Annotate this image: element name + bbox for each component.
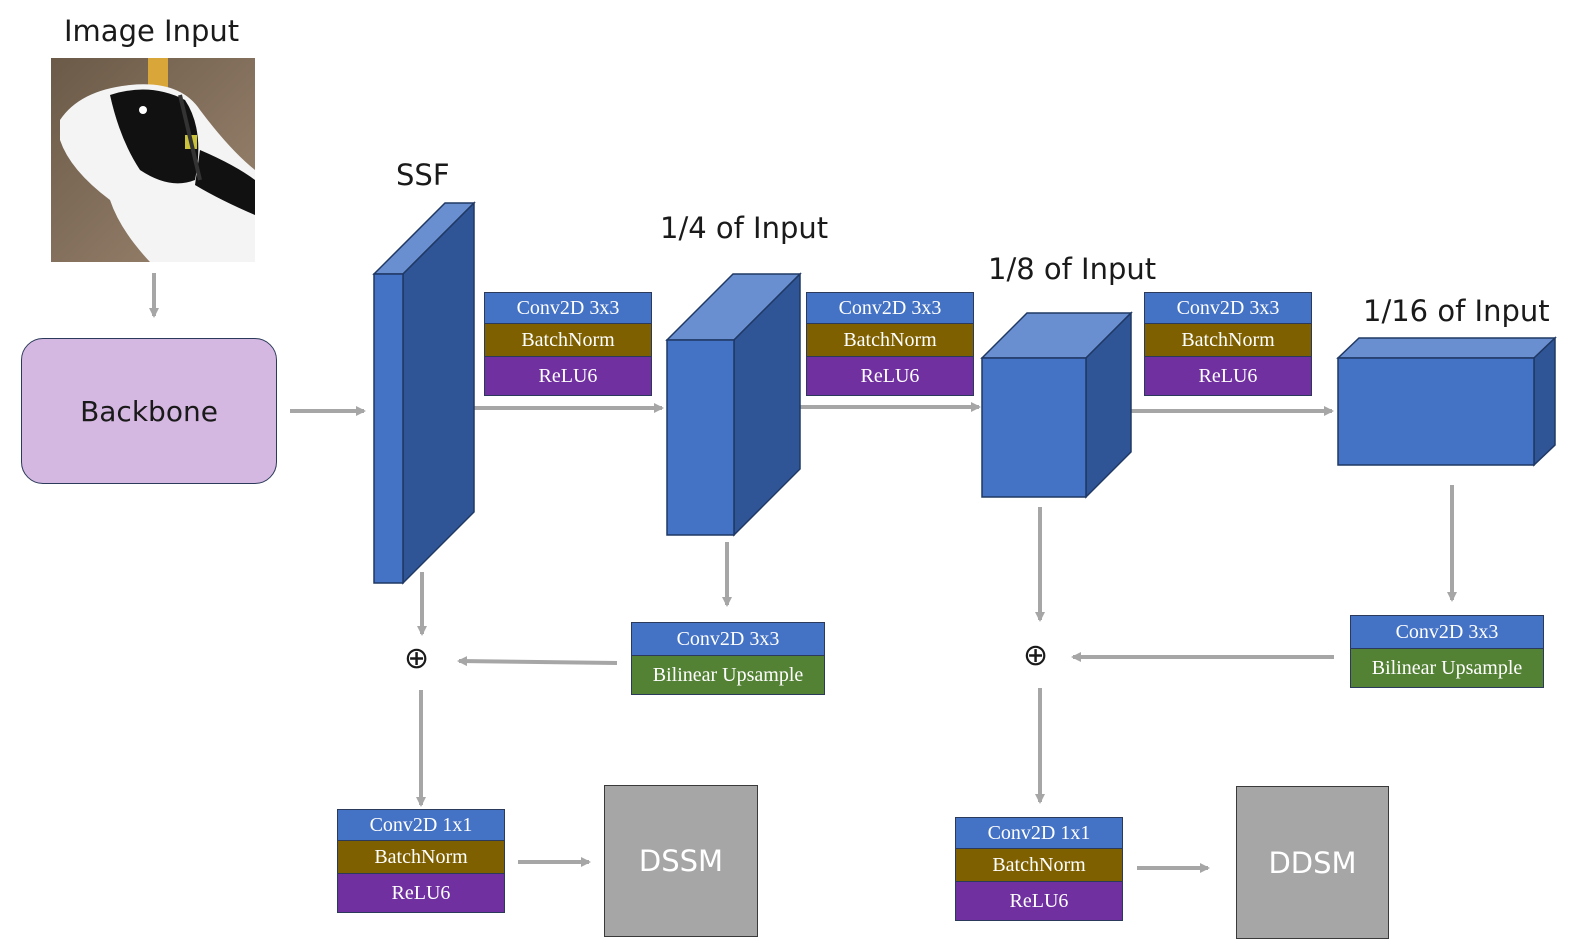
backbone-block: Backbone — [21, 338, 277, 484]
image-input-label: Image Input — [64, 14, 240, 48]
eighth-feature-block — [980, 311, 1133, 499]
batchnorm-layer: BatchNorm — [1144, 323, 1312, 357]
relu-layer: ReLU6 — [955, 881, 1123, 921]
upsample-block-1: Conv2D 3x3 Bilinear Upsample — [631, 622, 825, 695]
ssf-label: SSF — [396, 158, 450, 192]
conv-layer: Conv2D 3x3 — [1144, 292, 1312, 324]
dssm-output: DSSM — [604, 785, 758, 937]
conv-layer: Conv2D 3x3 — [484, 292, 652, 324]
conv-layer: Conv2D 1x1 — [337, 809, 505, 841]
dssm-label: DSSM — [638, 844, 724, 878]
head-block-1: Conv2D 1x1 BatchNorm ReLU6 — [337, 809, 505, 913]
conv-layer: Conv2D 3x3 — [806, 292, 974, 324]
upsample-layer: Bilinear Upsample — [1350, 648, 1544, 688]
relu-layer: ReLU6 — [806, 356, 974, 396]
sixteenth-label: 1/16 of Input — [1363, 294, 1550, 328]
ssf-feature-block — [372, 201, 476, 585]
batchnorm-layer: BatchNorm — [484, 323, 652, 357]
relu-layer: ReLU6 — [337, 873, 505, 913]
upsample-block-2: Conv2D 3x3 Bilinear Upsample — [1350, 615, 1544, 688]
relu-layer: ReLU6 — [484, 356, 652, 396]
conv-layer: Conv2D 1x1 — [955, 817, 1123, 849]
cbr-block-3: Conv2D 3x3 BatchNorm ReLU6 — [1144, 292, 1312, 396]
eighth-label: 1/8 of Input — [988, 252, 1157, 286]
backbone-label: Backbone — [80, 394, 218, 428]
batchnorm-layer: BatchNorm — [337, 840, 505, 874]
quarter-feature-block — [665, 272, 802, 537]
conv-layer: Conv2D 3x3 — [1350, 615, 1544, 649]
arrow-up1-to-sum1 — [457, 656, 618, 667]
ddsm-output: DDSM — [1236, 786, 1389, 939]
batchnorm-layer: BatchNorm — [806, 323, 974, 357]
conv-layer: Conv2D 3x3 — [631, 622, 825, 656]
sum-node-1: ⊕ — [404, 641, 430, 676]
batchnorm-layer: BatchNorm — [955, 848, 1123, 882]
cbr-block-2: Conv2D 3x3 BatchNorm ReLU6 — [806, 292, 974, 396]
ddsm-label: DDSM — [1268, 845, 1357, 880]
cbr-block-1: Conv2D 3x3 BatchNorm ReLU6 — [484, 292, 652, 396]
relu-layer: ReLU6 — [1144, 356, 1312, 396]
input-image — [51, 58, 255, 263]
head-block-2: Conv2D 1x1 BatchNorm ReLU6 — [955, 817, 1123, 921]
upsample-layer: Bilinear Upsample — [631, 655, 825, 695]
sum-node-2: ⊕ — [1023, 638, 1049, 673]
sixteenth-feature-block — [1336, 336, 1557, 467]
arrows — [149, 273, 1457, 873]
quarter-label: 1/4 of Input — [660, 211, 829, 245]
